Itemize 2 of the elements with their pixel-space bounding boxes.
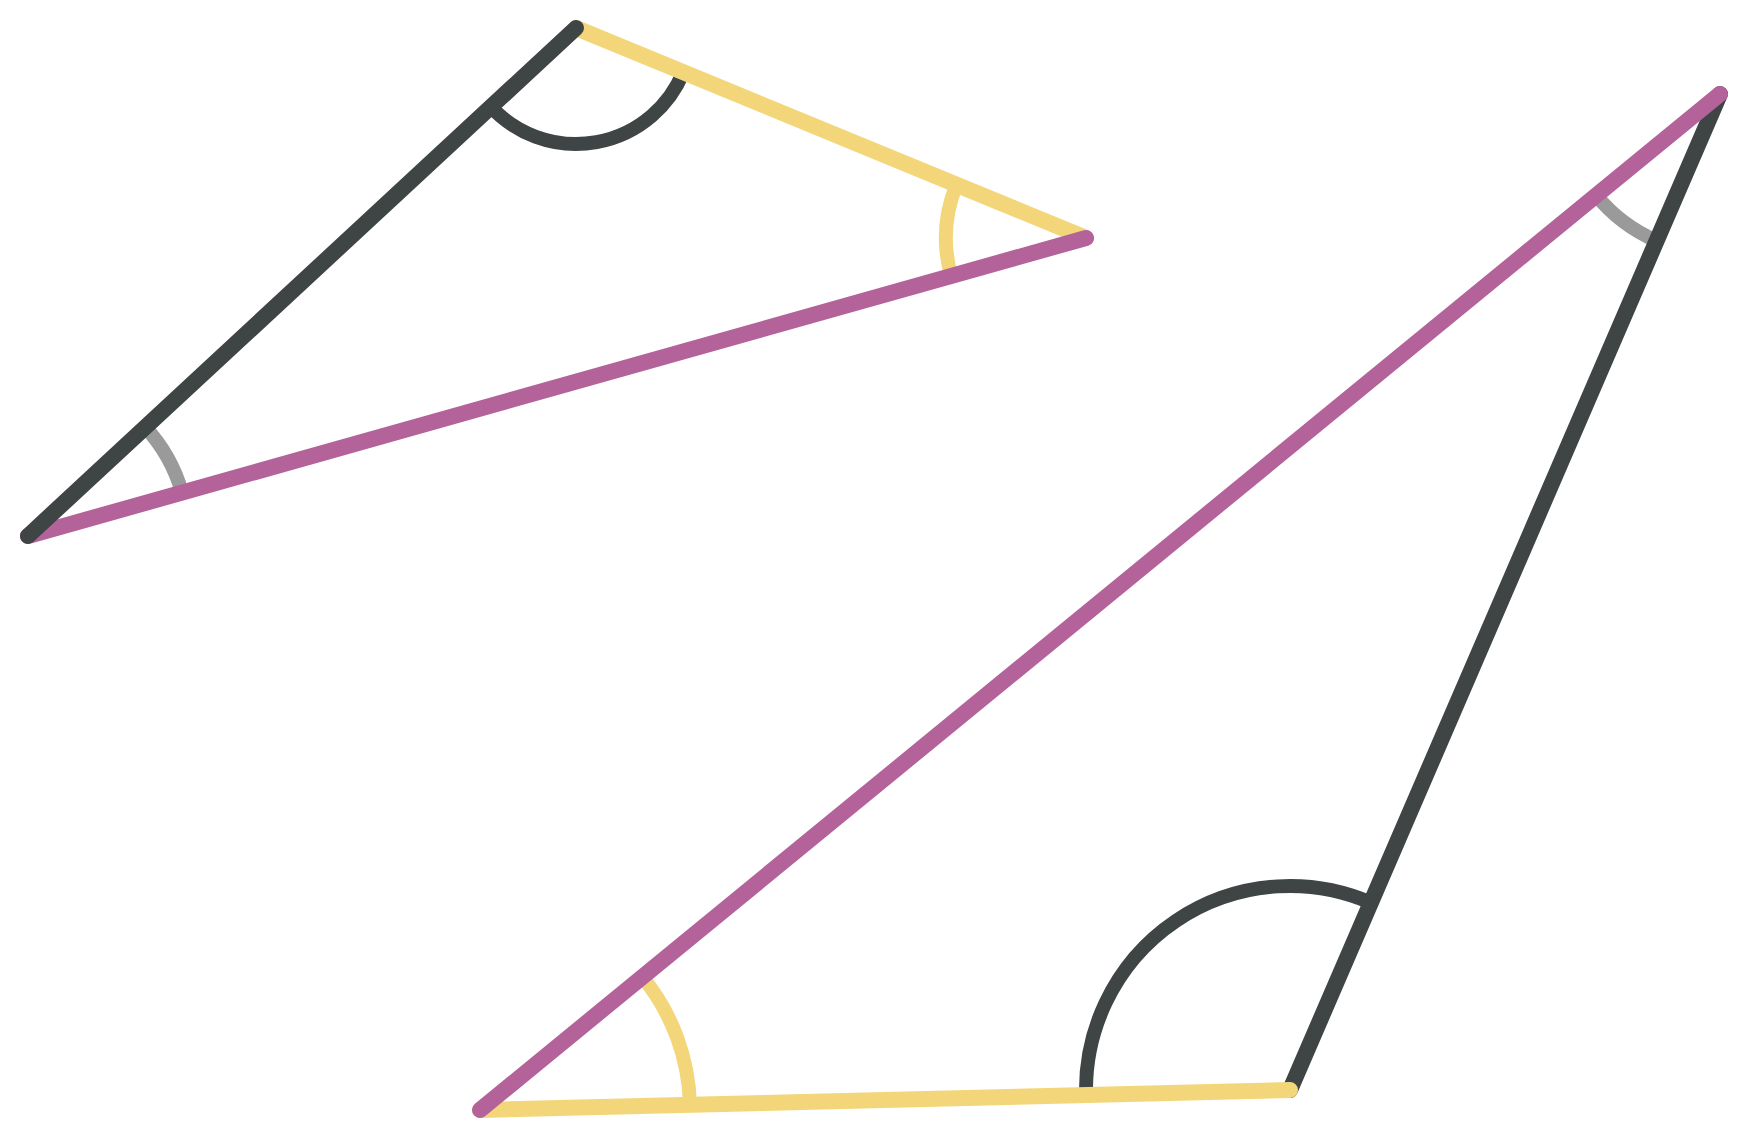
triangle-drawing [20, 20, 1094, 544]
triangle-drawing [472, 86, 1728, 1118]
